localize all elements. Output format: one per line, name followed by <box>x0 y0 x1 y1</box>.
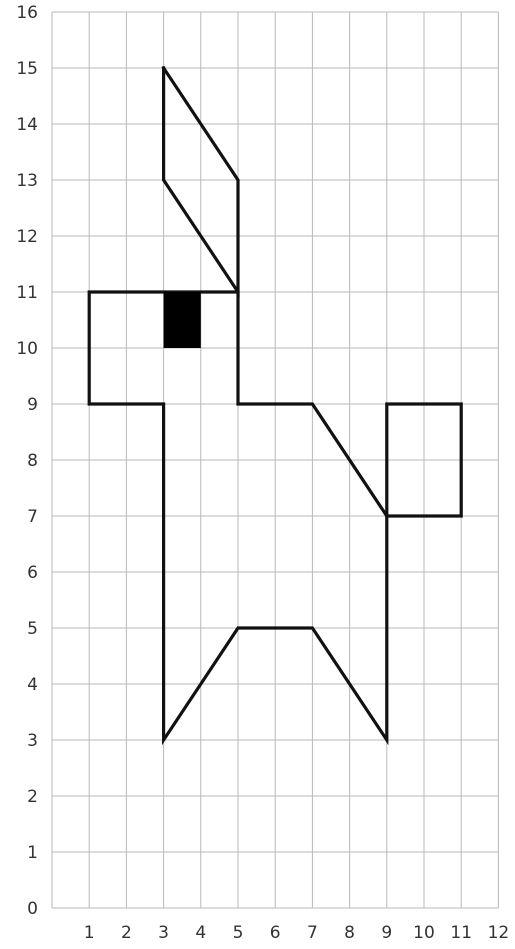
rabbit-eye <box>164 292 201 348</box>
y-tick-label: 16 <box>16 3 38 23</box>
y-tick-label: 11 <box>16 283 38 303</box>
y-tick-label: 6 <box>27 563 38 583</box>
x-tick-label: 12 <box>488 923 510 943</box>
y-tick-label: 10 <box>16 339 38 359</box>
x-tick-label: 6 <box>270 923 281 943</box>
y-tick-label: 2 <box>27 787 38 807</box>
x-tick-label: 10 <box>413 923 435 943</box>
x-tick-label: 5 <box>233 923 244 943</box>
x-tick-label: 8 <box>344 923 355 943</box>
x-tick-label: 2 <box>121 923 132 943</box>
y-tick-label: 7 <box>27 507 38 527</box>
x-tick-label: 4 <box>195 923 206 943</box>
y-tick-label: 13 <box>16 171 38 191</box>
y-tick-label: 4 <box>27 675 38 695</box>
y-tick-label: 3 <box>27 731 38 751</box>
y-tick-label: 15 <box>16 59 38 79</box>
y-tick-label: 8 <box>27 451 38 471</box>
y-tick-label: 1 <box>27 843 38 863</box>
x-tick-label: 11 <box>450 923 472 943</box>
y-tick-label: 9 <box>27 395 38 415</box>
x-tick-label: 3 <box>158 923 169 943</box>
x-tick-label: 1 <box>84 923 95 943</box>
x-tick-label: 7 <box>307 923 318 943</box>
y-tick-label: 0 <box>27 899 38 919</box>
y-tick-label: 12 <box>16 227 38 247</box>
y-tick-label: 5 <box>27 619 38 639</box>
grid-lines <box>52 12 498 908</box>
y-tick-label: 14 <box>16 115 38 135</box>
x-tick-label: 9 <box>381 923 392 943</box>
